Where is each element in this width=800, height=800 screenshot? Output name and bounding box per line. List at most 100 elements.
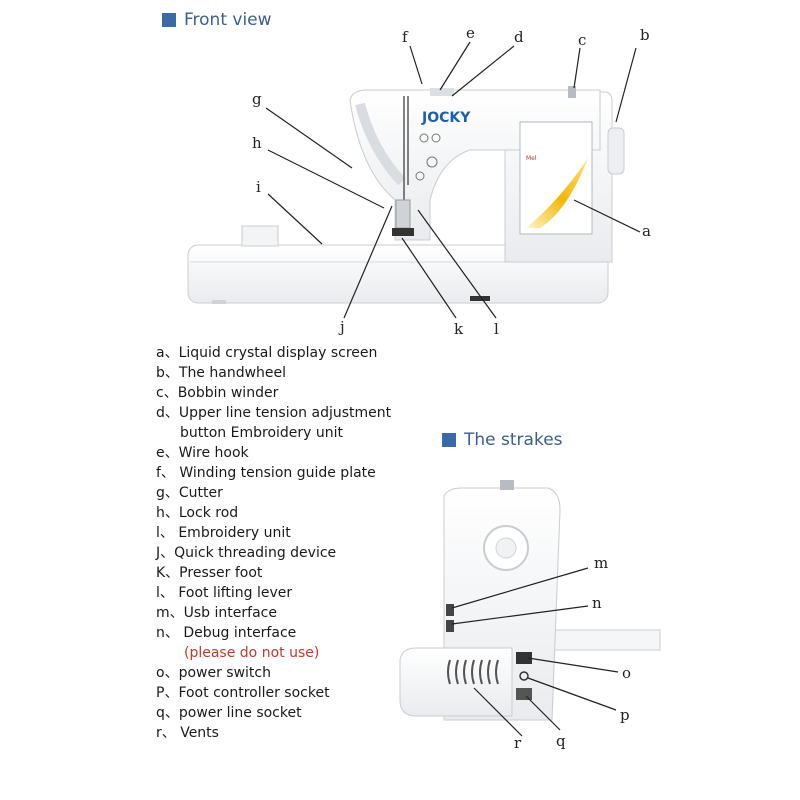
side-callouts: m n o p q r [514, 554, 631, 752]
leader-n [451, 605, 589, 625]
callout-e: e [466, 24, 475, 42]
leader-a [573, 199, 641, 233]
bobbin-winder-spindle [568, 86, 576, 98]
leader-k [401, 237, 457, 319]
callout-h: h [252, 134, 262, 152]
leader-r [473, 687, 523, 737]
vent-slot [455, 659, 459, 685]
machine-base [187, 244, 609, 304]
callout-o: o [622, 664, 631, 682]
vent-slot [471, 659, 475, 685]
legend-item: n、 Debug interface [156, 625, 297, 641]
embroidery-arm [241, 225, 279, 247]
control-button-icon [419, 133, 429, 143]
power-socket-icon [516, 688, 532, 700]
callout-d: d [514, 28, 524, 46]
lcd-logo: Mel [526, 155, 537, 162]
presser-foot [392, 228, 414, 236]
machine-foot [212, 300, 226, 304]
callout-q: q [556, 732, 566, 750]
leader-o [527, 657, 619, 673]
front-view-title: Front view [162, 10, 272, 30]
legend-item-continuation: button Embroidery unit [180, 425, 344, 441]
callout-b: b [640, 26, 650, 44]
side-view-title: The strakes [442, 430, 563, 450]
legend-item: r、 Vents [156, 725, 219, 741]
callout-i: i [256, 178, 261, 196]
legend-item: a、Liquid crystal display screen [156, 345, 378, 361]
leader-b [615, 47, 637, 123]
legend-item: h、Lock rod [156, 505, 239, 521]
legend-item: c、Bobbin winder [156, 385, 279, 401]
callout-m: m [594, 554, 608, 572]
leader-f [409, 45, 423, 85]
vent-slot [463, 659, 467, 685]
side-machine [399, 480, 661, 721]
legend-item: g、Cutter [156, 485, 223, 501]
legend-item: o、power switch [156, 665, 271, 681]
vents-icon [447, 659, 499, 685]
legend-item: l、 Foot lifting lever [156, 585, 293, 601]
legend-warning: (please do not use) [184, 645, 320, 661]
lcd-screen [519, 121, 593, 235]
front-view-title-text: Front view [184, 10, 272, 30]
usb-port-icon [446, 604, 454, 616]
callout-f: f [402, 28, 409, 46]
control-button-icon [431, 133, 441, 143]
needle-bar [395, 199, 411, 229]
leader-c [573, 47, 581, 89]
tension-dial [430, 88, 454, 96]
leader-m [451, 567, 589, 609]
side-handwheel-hub [495, 537, 517, 559]
legend-item: m、Usb interface [156, 605, 277, 621]
side-base [399, 647, 513, 717]
callout-k: k [454, 320, 464, 338]
callout-r: r [514, 734, 522, 752]
foot-controller-socket-icon [519, 671, 529, 681]
leader-e [439, 41, 471, 91]
leader-i [267, 193, 323, 245]
vent-slot [479, 659, 483, 685]
side-leader-lines [451, 567, 619, 737]
head-shading [355, 102, 406, 186]
title-square-icon [162, 13, 176, 27]
vent-slot [495, 659, 499, 685]
callout-c: c [578, 31, 586, 49]
leader-j [343, 205, 393, 319]
side-view-title-text: The strakes [464, 430, 563, 450]
legend-item: e、Wire hook [156, 445, 249, 461]
power-switch-icon [516, 652, 532, 664]
leader-d [451, 45, 515, 97]
vent-slot [447, 659, 451, 685]
machine-foot [470, 296, 490, 301]
callout-n: n [592, 594, 602, 612]
legend-item: f、 Winding tension guide plate [156, 465, 376, 481]
legend-item: b、The handwheel [156, 365, 287, 381]
control-button-icon [415, 171, 425, 181]
callout-j: j [338, 318, 345, 336]
front-callouts: a b c d e f g h i j k l [252, 24, 651, 338]
parts-legend: a、Liquid crystal display screen b、The ha… [156, 343, 391, 743]
legend-item: P、Foot controller socket [156, 685, 330, 701]
side-spindle [500, 480, 514, 490]
vent-slot [487, 659, 491, 685]
legend-item: q、power line socket [156, 705, 302, 721]
callout-l: l [494, 320, 499, 338]
front-machine: Mel JOCKY [187, 86, 625, 304]
debug-port-icon [446, 620, 454, 632]
legend-item: J、Quick threading device [156, 545, 337, 561]
leader-g [265, 107, 353, 169]
leader-p [527, 677, 617, 711]
callout-p: p [620, 706, 630, 724]
handwheel [607, 127, 625, 175]
leader-l [417, 209, 497, 319]
control-button-icon [426, 156, 438, 168]
leader-q [525, 695, 561, 731]
legend-item: K、Presser foot [156, 565, 263, 581]
callout-g: g [252, 90, 262, 108]
leader-h [267, 149, 385, 209]
legend-item: l、 Embroidery unit [156, 525, 291, 541]
front-leader-lines [265, 41, 641, 319]
legend-item: d、Upper line tension adjustment [156, 405, 392, 421]
